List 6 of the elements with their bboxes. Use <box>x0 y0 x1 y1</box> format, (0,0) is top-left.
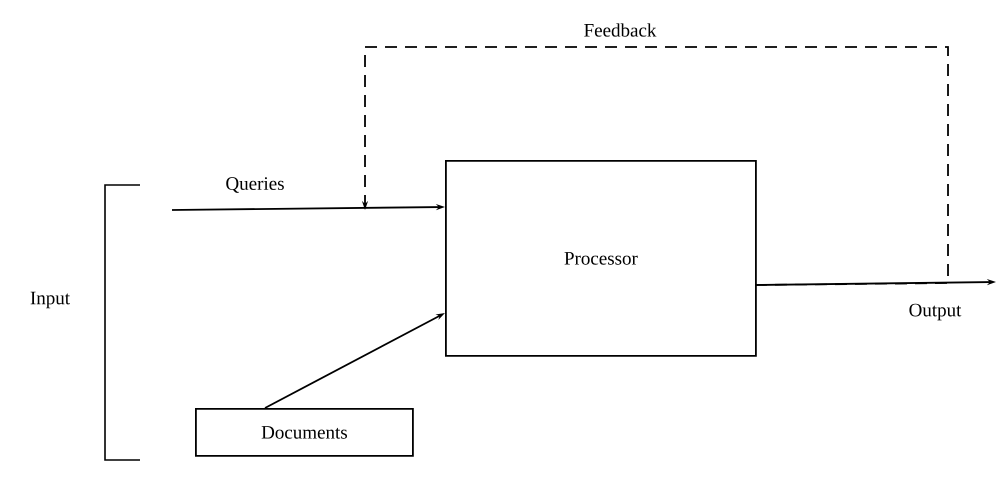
document-box: Documents <box>195 408 414 457</box>
bracket-label: Input <box>30 292 70 308</box>
edge-label: Output <box>908 302 962 322</box>
edge-label: Feedback <box>582 22 658 38</box>
edge-label: Queries <box>224 176 286 194</box>
process-box: Processor <box>445 160 757 357</box>
